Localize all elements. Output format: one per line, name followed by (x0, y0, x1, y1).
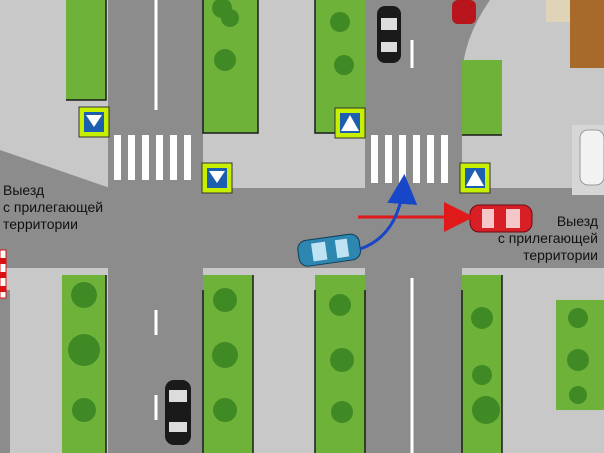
red-car (469, 204, 533, 233)
left-side-road (0, 290, 10, 453)
lane-markings (154, 0, 414, 453)
building (570, 0, 604, 68)
crosswalk-right (371, 135, 448, 183)
sign-pedestrian-2 (459, 162, 491, 194)
grass-strip (462, 60, 502, 135)
white-car (579, 129, 604, 186)
blue-car (297, 233, 361, 267)
blue-arrow (359, 174, 418, 251)
sign-pedestrian-1 (334, 107, 366, 139)
black-car-bottom (165, 380, 191, 445)
grass-strip (462, 275, 502, 453)
red-car-top (452, 0, 476, 24)
bushes (68, 0, 589, 424)
left-exit-label: Выезд с прилегающей территории (3, 182, 104, 232)
sign-pedestrian-yield-2 (201, 162, 233, 194)
crosswalk-left (114, 135, 191, 180)
grass-strip (66, 0, 106, 100)
sign-pedestrian-yield-1 (78, 106, 110, 138)
black-car-top (377, 6, 401, 63)
left-exit-road (0, 150, 110, 268)
building (546, 0, 570, 22)
right-exit-label: Выезд с прилегающей территории (497, 213, 598, 263)
